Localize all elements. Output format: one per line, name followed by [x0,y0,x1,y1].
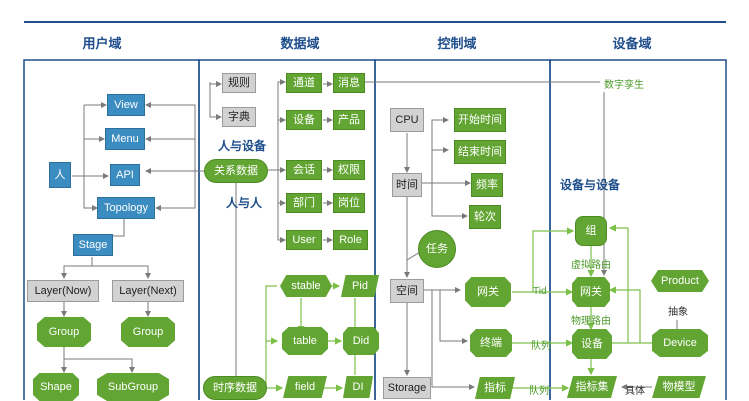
node-start-time[interactable]: 开始时间 [454,108,506,132]
node-cpu[interactable]: CPU [390,108,424,132]
node-role[interactable]: Role [333,230,368,250]
node-time[interactable]: 时间 [392,173,422,197]
node-storage[interactable]: Storage [383,377,431,399]
node-terminal[interactable]: 终端 [470,329,512,357]
node-product[interactable]: 产品 [333,110,365,130]
label-virtual-routing: 虚拟路由 [571,260,611,271]
node-api[interactable]: API [110,164,140,186]
node-pid[interactable]: Pid [341,275,379,297]
node-rounds[interactable]: 轮次 [469,205,501,229]
node-gateway-control[interactable]: 网关 [465,277,511,307]
node-frequency[interactable]: 频率 [471,173,503,197]
node-did[interactable]: Did [343,327,379,355]
node-timeseries[interactable]: 时序数据 [203,376,267,400]
label-concrete: 具体 [625,386,645,397]
node-device-device[interactable]: 设备 [572,329,612,359]
node-relation-data[interactable]: 关系数据 [204,159,268,183]
node-channel[interactable]: 通道 [286,73,322,93]
label-tid: Tid [533,286,547,297]
node-subgroup[interactable]: SubGroup [97,373,169,401]
node-post[interactable]: 岗位 [333,193,365,213]
node-department[interactable]: 部门 [286,193,322,213]
node-task[interactable]: 任务 [418,230,456,268]
node-message[interactable]: 消息 [333,73,365,93]
label-digital-twin: 数字孪生 [604,80,644,91]
node-session[interactable]: 会话 [286,160,322,180]
header-device-domain: 设备域 [612,36,652,51]
node-indicator-set[interactable]: 指标集 [567,376,617,398]
node-end-time[interactable]: 结束时间 [454,140,506,164]
node-layer-now[interactable]: Layer(Now) [27,280,99,302]
header-data-domain: 数据域 [280,36,320,51]
node-device-en[interactable]: Device [652,329,708,357]
node-permission[interactable]: 权限 [333,160,365,180]
label-person-device: 人与设备 [218,139,267,153]
node-gateway-device[interactable]: 网关 [572,277,610,307]
node-indicator[interactable]: 指标 [475,377,515,399]
node-group-device[interactable]: 组 [575,216,607,246]
header-control-domain: 控制域 [437,36,477,51]
node-user[interactable]: User [286,230,322,250]
node-topology[interactable]: Topology [97,197,155,219]
node-layer-next[interactable]: Layer(Next) [112,280,184,302]
node-shape[interactable]: Shape [33,373,79,401]
node-dictionary[interactable]: 字典 [222,107,256,127]
node-view[interactable]: View [107,94,145,116]
node-group-1[interactable]: Group [37,317,91,347]
header-user-domain: 用户域 [82,36,122,51]
node-space[interactable]: 空间 [390,279,424,303]
label-device-device: 设备与设备 [560,178,621,192]
label-person-person: 人与人 [226,196,263,210]
node-product-device[interactable]: Product [651,270,709,292]
node-device[interactable]: 设备 [286,110,322,130]
label-queue-1: 队列 [531,341,551,352]
node-di[interactable]: DI [343,376,373,398]
node-group-2[interactable]: Group [121,317,175,347]
node-stage[interactable]: Stage [73,234,113,256]
label-physical-routing: 物理路由 [571,316,611,327]
node-stable[interactable]: stable [280,275,332,297]
node-object-model[interactable]: 物模型 [652,376,706,398]
label-queue-2: 队列 [529,386,549,397]
node-table[interactable]: table [282,327,328,355]
node-menu[interactable]: Menu [105,128,145,150]
label-abstract: 抽象 [668,307,688,318]
node-person[interactable]: 人 [49,162,71,188]
node-rule[interactable]: 规则 [222,73,256,93]
node-field[interactable]: field [283,376,327,398]
